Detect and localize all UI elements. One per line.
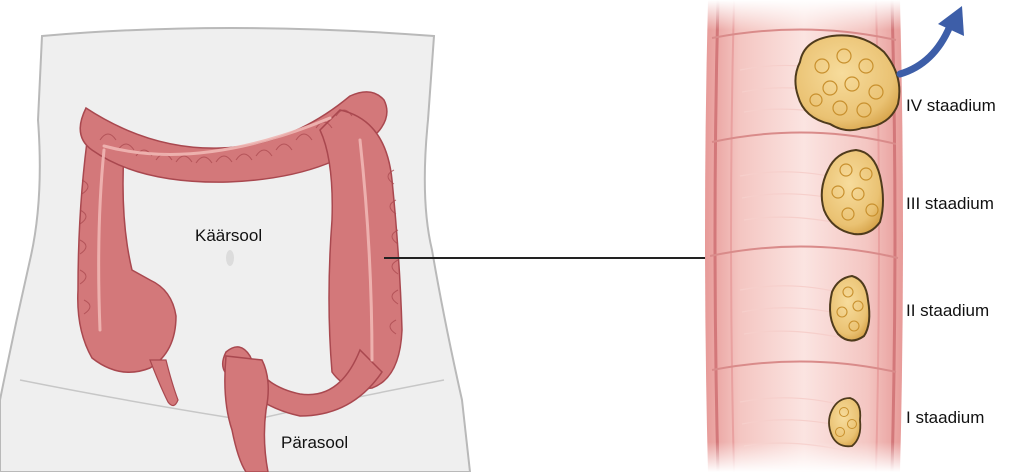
stage-ii-label: II staadium [906,301,989,320]
stage-iii-label: III staadium [906,194,994,213]
tumor-stage-ii [830,276,869,341]
stage-i-label: I staadium [906,408,984,427]
rectum-label: Pärasool [281,433,348,452]
colon-label: Käärsool [195,226,262,245]
navel [226,250,234,266]
stage-iv-label: IV staadium [906,96,996,115]
